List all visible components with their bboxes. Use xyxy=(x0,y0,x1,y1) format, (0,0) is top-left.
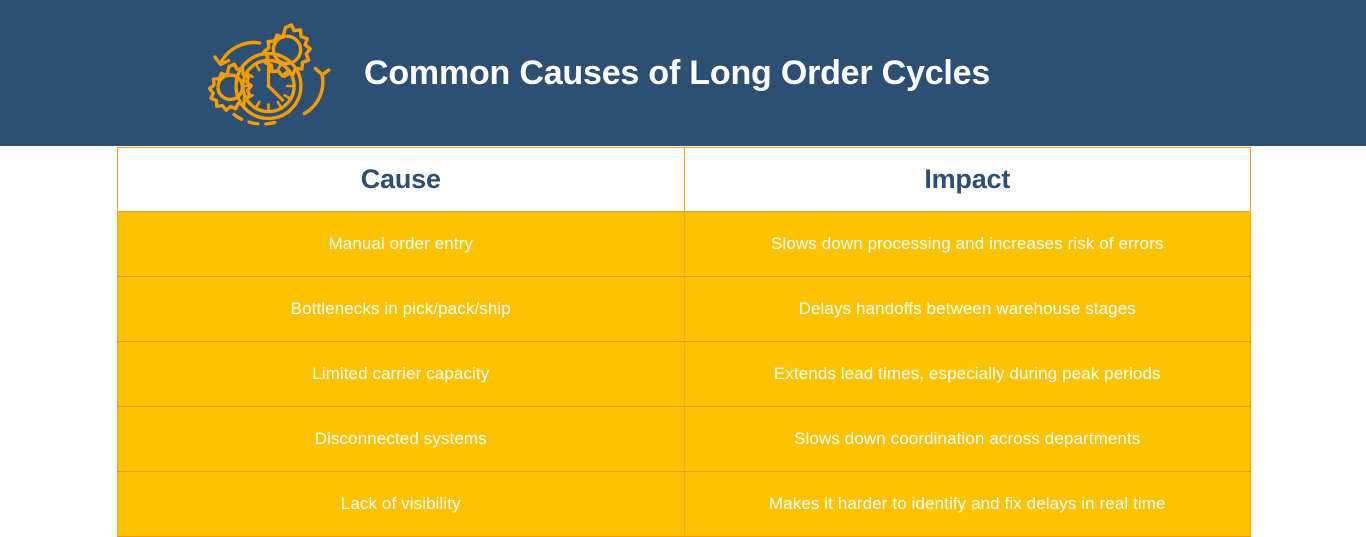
cell-cause: Disconnected systems xyxy=(117,406,685,472)
page-header: Common Causes of Long Order Cycles xyxy=(0,0,1366,146)
table-row: Lack of visibility Makes it harder to id… xyxy=(117,471,1251,537)
page-title: Common Causes of Long Order Cycles xyxy=(364,54,991,92)
causes-impact-table: Cause Impact Manual order entry Slows do… xyxy=(117,147,1251,537)
column-header-impact: Impact xyxy=(683,147,1251,212)
gears-clock-icon xyxy=(208,19,334,127)
table-row: Disconnected systems Slows down coordina… xyxy=(117,406,1251,472)
table-row: Limited carrier capacity Extends lead ti… xyxy=(117,341,1251,407)
cell-cause: Bottlenecks in pick/pack/ship xyxy=(117,276,685,342)
causes-impact-table-wrapper: Cause Impact Manual order entry Slows do… xyxy=(117,147,1251,537)
column-header-cause: Cause xyxy=(117,147,685,212)
cell-impact: Slows down coordination across departmen… xyxy=(683,406,1251,472)
table-header: Cause Impact xyxy=(117,147,1251,212)
header-content: Common Causes of Long Order Cycles xyxy=(208,19,990,127)
cell-impact: Slows down processing and increases risk… xyxy=(683,211,1251,277)
cell-cause: Lack of visibility xyxy=(117,471,685,537)
cell-impact: Makes it harder to identify and fix dela… xyxy=(683,471,1251,537)
table-header-row: Cause Impact xyxy=(117,147,1251,212)
cell-cause: Limited carrier capacity xyxy=(117,341,685,407)
cell-impact: Extends lead times, especially during pe… xyxy=(683,341,1251,407)
cell-impact: Delays handoffs between warehouse stages xyxy=(683,276,1251,342)
table-row: Bottlenecks in pick/pack/ship Delays han… xyxy=(117,276,1251,342)
cell-cause: Manual order entry xyxy=(117,211,685,277)
table-row: Manual order entry Slows down processing… xyxy=(117,211,1251,277)
table-body: Manual order entry Slows down processing… xyxy=(117,211,1251,537)
